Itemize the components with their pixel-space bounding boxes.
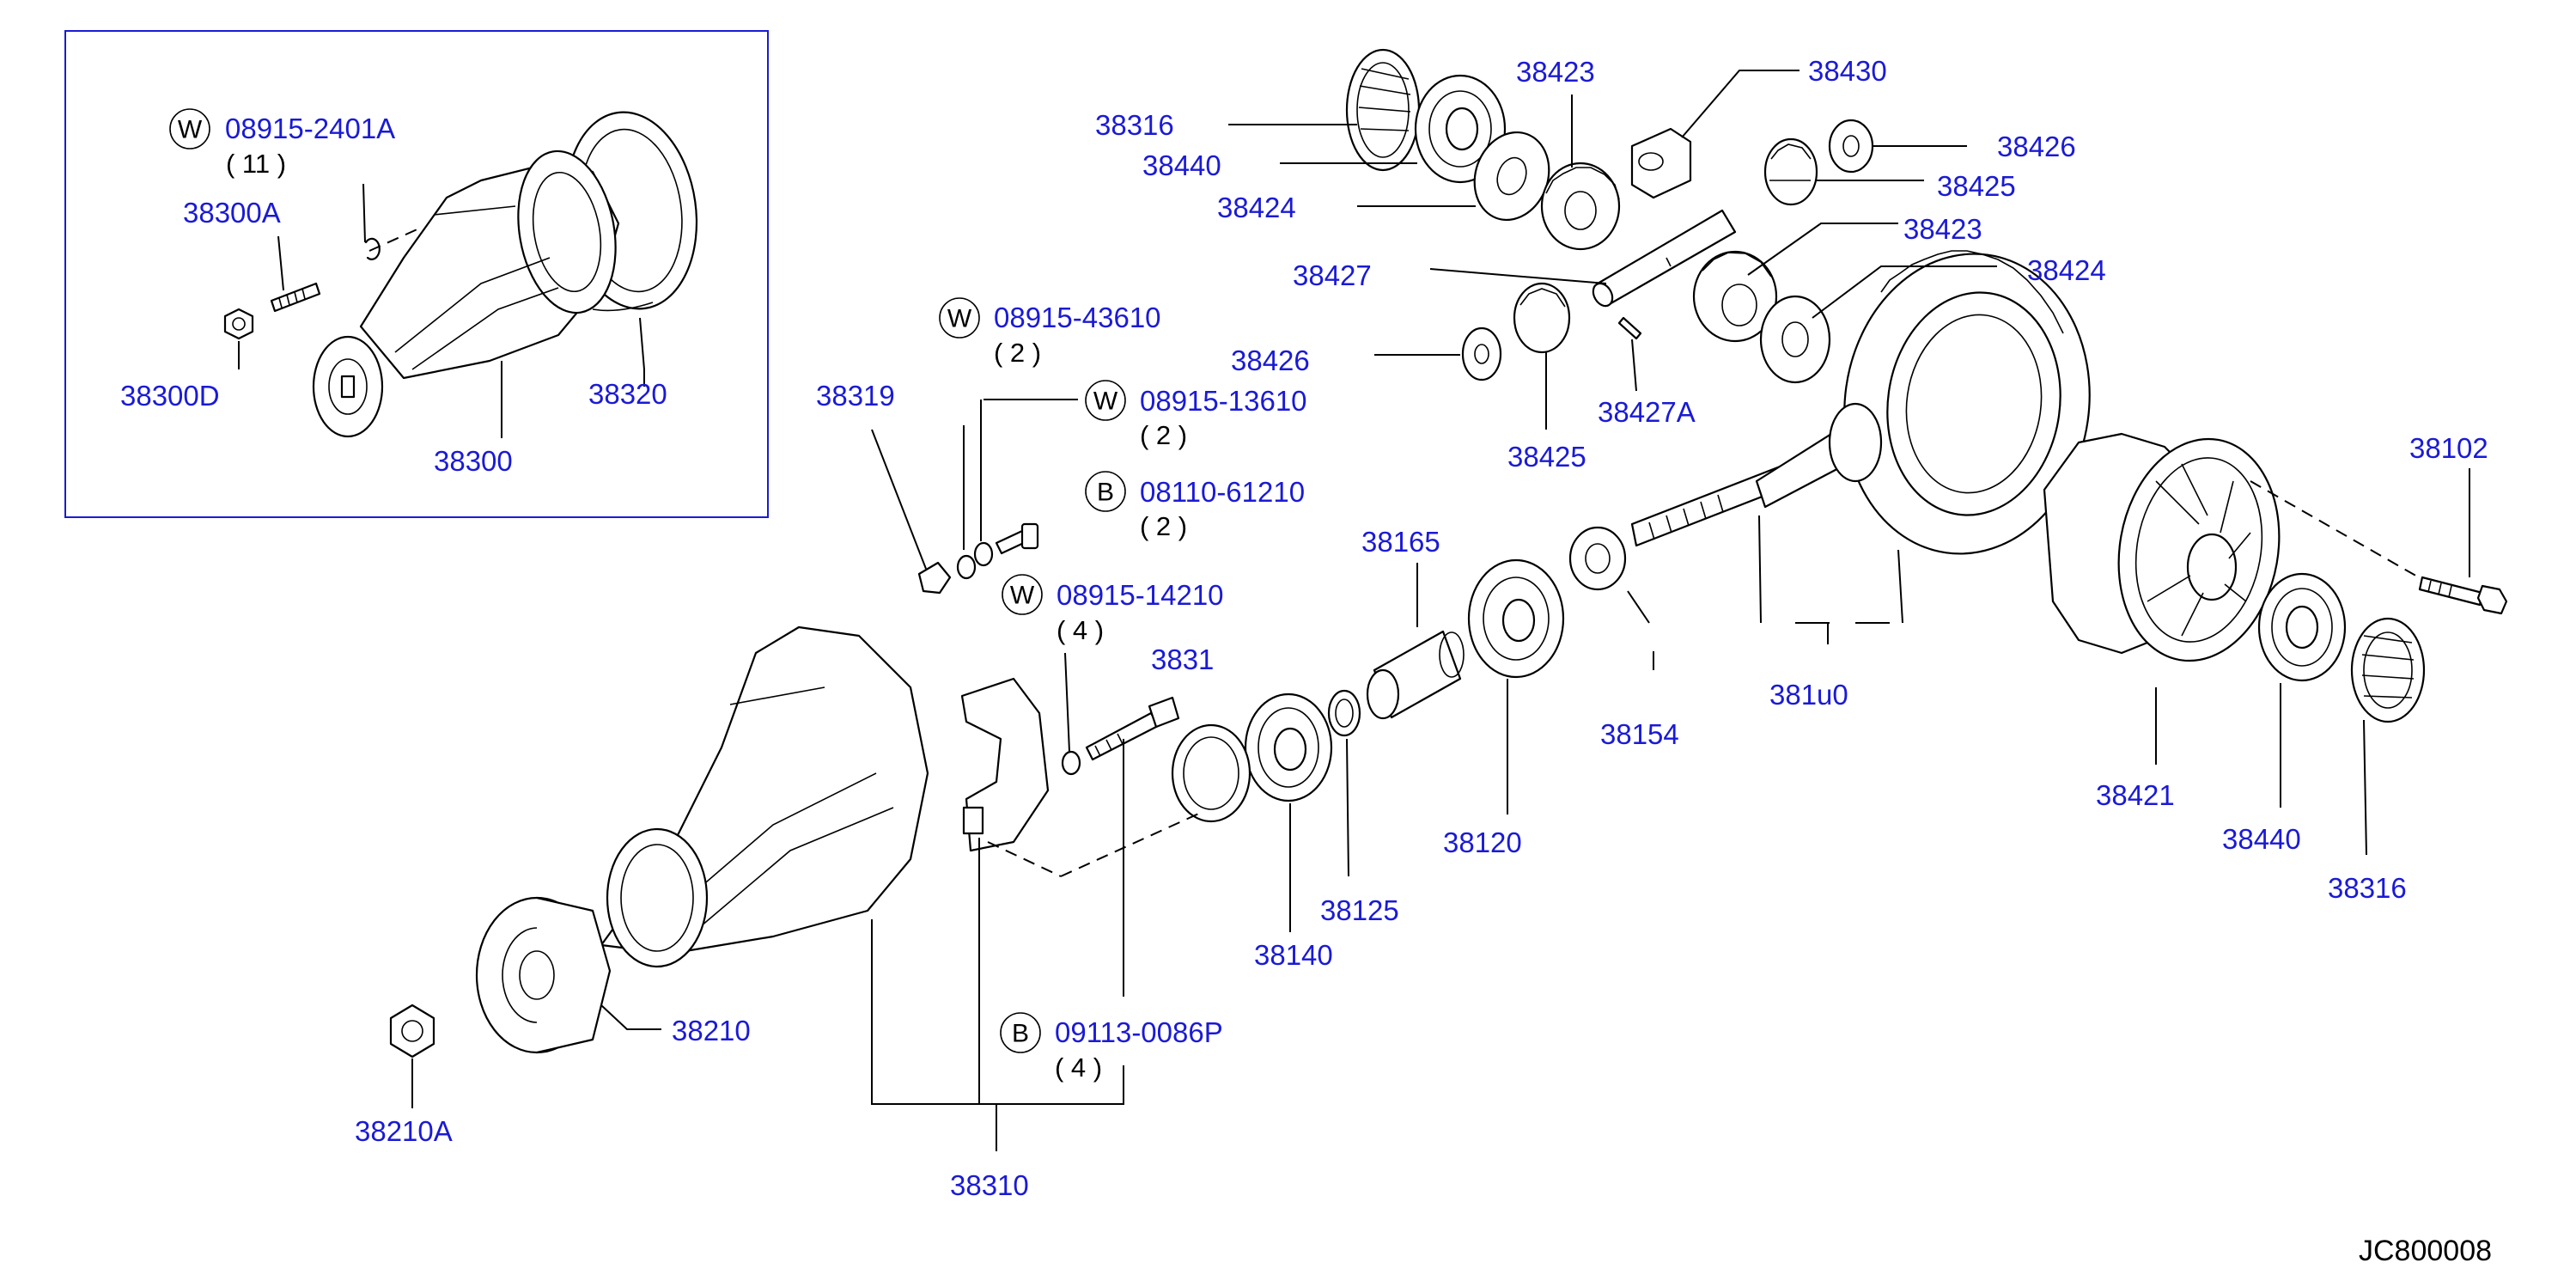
gear-carrier-38310[interactable] [600, 625, 1050, 968]
pinion-shim-38125[interactable] [1327, 689, 1361, 737]
pinion-mate-38425-right[interactable] [1763, 137, 1818, 206]
companion-flange-38210[interactable] [475, 896, 612, 1054]
callout-08110-61210[interactable]: B 08110-61210 ( 2 ) [1085, 471, 1305, 541]
label-38440-bot[interactable]: 38440 [2222, 823, 2301, 855]
side-bearing-38440-bot[interactable] [2257, 572, 2347, 682]
svg-text:( 2 ): ( 2 ) [1140, 511, 1187, 541]
label-38427A[interactable]: 38427A [1598, 396, 1696, 428]
label-38421[interactable]: 38421 [2096, 779, 2175, 811]
label-38300[interactable]: 38300 [434, 445, 513, 477]
callout-09113-0086P[interactable]: B 09113-0086P ( 4 ) [1000, 1012, 1223, 1083]
svg-text:08110-61210: 08110-61210 [1140, 476, 1305, 508]
side-gear-38423-top[interactable] [1540, 162, 1621, 251]
flange-nut-38210A[interactable] [389, 1004, 435, 1058]
label-38424-top[interactable]: 38424 [1217, 192, 1296, 223]
svg-text:( 4 ): ( 4 ) [1055, 1052, 1102, 1083]
leader-lines [411, 70, 2470, 1151]
bearing-race-3831x[interactable] [1171, 723, 1251, 823]
label-38300A[interactable]: 38300A [183, 197, 281, 229]
label-38125[interactable]: 38125 [1320, 894, 1399, 926]
svg-text:( 4 ): ( 4 ) [1057, 615, 1104, 645]
washer-08915-14210[interactable] [1061, 750, 1081, 776]
label-38427[interactable]: 38427 [1293, 259, 1372, 291]
label-38210[interactable]: 38210 [672, 1015, 751, 1046]
differential-case-38421[interactable] [2043, 426, 2296, 674]
label-38102[interactable]: 38102 [2409, 432, 2488, 464]
label-38210A[interactable]: 38210A [355, 1115, 453, 1147]
label-38425-right[interactable]: 38425 [1937, 170, 2016, 202]
side-bearing-38316-top[interactable] [1345, 48, 1421, 172]
svg-text:B: B [1097, 479, 1114, 507]
collapsible-spacer-38165[interactable] [1366, 630, 1465, 720]
svg-text:( 2 ): ( 2 ) [1140, 420, 1187, 450]
drive-gear-set-38100[interactable] [1630, 238, 2109, 570]
pinion-height-washer-38154[interactable] [1568, 526, 1627, 591]
svg-text:08915-43610: 08915-43610 [994, 302, 1161, 333]
label-38120[interactable]: 38120 [1443, 827, 1522, 858]
label-38426-right[interactable]: 38426 [1997, 131, 2076, 162]
svg-text:W: W [947, 305, 972, 333]
inset-assembly [64, 30, 769, 518]
callout-08915-2401A[interactable]: W 08915-2401A ( 11 ) [169, 108, 395, 179]
thrust-washer-38424-mid[interactable] [1759, 295, 1831, 384]
ring-gear-bolt-38102[interactable] [2418, 576, 2508, 615]
label-3831x[interactable]: 3831 [1151, 644, 1214, 675]
label-38320[interactable]: 38320 [588, 378, 667, 410]
svg-text:09113-0086P: 09113-0086P [1055, 1016, 1223, 1048]
callout-08915-13610[interactable]: W 08915-13610 ( 2 ) [1085, 380, 1307, 450]
svg-text:W: W [1010, 582, 1035, 610]
label-38425-low[interactable]: 38425 [1507, 441, 1586, 473]
bolt-08110-61210[interactable] [995, 522, 1039, 555]
pinion-shaft-lock-38430[interactable] [1630, 127, 1692, 199]
label-38423-mid[interactable]: 38423 [1903, 213, 1982, 245]
callout-08915-14210[interactable]: W 08915-14210 ( 4 ) [1002, 574, 1224, 645]
svg-text:( 2 ): ( 2 ) [994, 338, 1041, 368]
nut-38300D[interactable] [223, 308, 254, 340]
svg-text:08915-13610: 08915-13610 [1140, 385, 1307, 417]
label-38165[interactable]: 38165 [1361, 526, 1440, 558]
label-38430[interactable]: 38430 [1808, 55, 1887, 87]
side-bearing-38316-bot[interactable] [2350, 617, 2426, 723]
carrier-assembly-38300[interactable] [312, 143, 628, 438]
svg-text:W: W [1093, 387, 1118, 416]
pinion-shaft-38427[interactable] [1589, 209, 1737, 309]
inset-frame [64, 30, 769, 518]
label-38140[interactable]: 38140 [1254, 939, 1333, 971]
label-38300D[interactable]: 38300D [120, 380, 220, 412]
rear-pinion-bearing-38120[interactable] [1467, 558, 1565, 679]
front-pinion-bearing-38140[interactable] [1244, 692, 1333, 802]
label-38424-mid[interactable]: 38424 [2027, 254, 2106, 286]
washer-08915-43610[interactable] [956, 554, 977, 580]
svg-text:W: W [178, 116, 203, 144]
lock-pin-38427A[interactable] [1617, 316, 1642, 340]
label-38316-top[interactable]: 38316 [1095, 109, 1174, 141]
stud-38300A[interactable] [270, 282, 321, 313]
svg-text:( 11 ): ( 11 ) [226, 149, 286, 179]
label-38154[interactable]: 38154 [1600, 718, 1679, 750]
label-38426-left[interactable]: 38426 [1231, 345, 1310, 376]
svg-text:B: B [1012, 1020, 1029, 1048]
label-38100[interactable]: 381u0 [1769, 679, 1848, 711]
svg-text:08915-14210: 08915-14210 [1057, 579, 1224, 611]
label-38316-bot[interactable]: 38316 [2328, 872, 2407, 904]
callout-08915-43610[interactable]: W 08915-43610 ( 2 ) [939, 297, 1161, 368]
thrust-washer-38426-left[interactable] [1461, 326, 1502, 381]
adjuster-lock-38319[interactable] [917, 561, 952, 595]
label-38319[interactable]: 38319 [816, 380, 895, 412]
washer-08915-13610[interactable] [973, 541, 994, 567]
thrust-washer-38426-right[interactable] [1828, 119, 1874, 174]
pinion-mate-38425-low[interactable] [1513, 282, 1571, 354]
svg-text:08915-2401A: 08915-2401A [225, 113, 395, 144]
diagram-reference-code: JC800008 [2359, 1235, 2492, 1267]
label-38423-top[interactable]: 38423 [1516, 56, 1595, 88]
label-38440-top[interactable]: 38440 [1142, 149, 1221, 181]
bolt-09113-0086P[interactable] [1085, 696, 1180, 761]
label-38310[interactable]: 38310 [950, 1169, 1029, 1201]
